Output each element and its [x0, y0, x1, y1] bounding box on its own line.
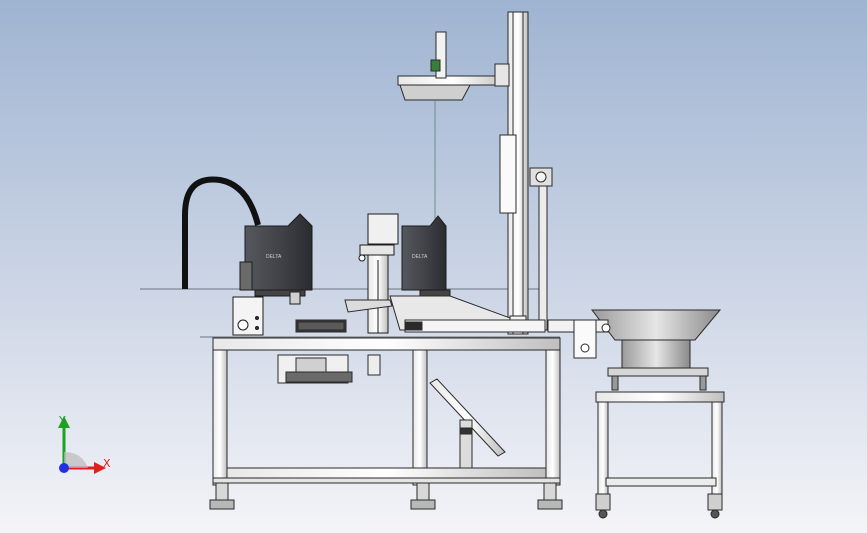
feeder-stand[interactable]	[595, 391, 725, 519]
vibratory-feeder[interactable]	[547, 309, 722, 391]
robot-cable-left	[182, 176, 261, 289]
scara-robot-right[interactable]: DELTA	[358, 213, 451, 334]
under-table-fixture	[277, 354, 381, 384]
scara-robot-left[interactable]: DELTA	[182, 176, 313, 336]
axis-triad	[48, 412, 128, 482]
main-table-frame[interactable]	[212, 337, 561, 486]
z-axis-dot	[59, 463, 69, 473]
y-axis-label: Y	[59, 414, 66, 427]
conveyor-rail[interactable]	[295, 295, 546, 333]
x-axis-arrowhead	[94, 462, 106, 474]
y-axis-arrowhead	[58, 416, 70, 428]
leveling-feet	[209, 482, 563, 510]
rotation-arc	[64, 452, 88, 468]
robot-logo-right: DELTA	[412, 254, 428, 260]
x-axis-label: X	[103, 457, 111, 470]
robot-logo-left: DELTA	[266, 254, 282, 260]
